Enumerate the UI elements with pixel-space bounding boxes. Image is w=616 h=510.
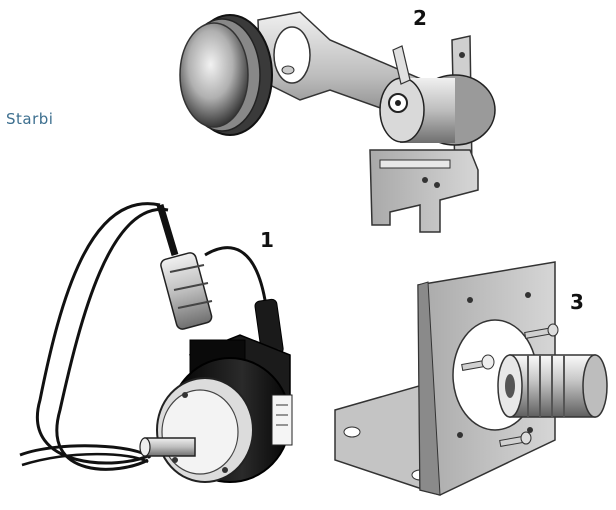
product-label-1: 1 [260, 228, 274, 252]
product-label-3: 3 [570, 290, 584, 314]
angle-bracket-with-coupling [334, 261, 608, 496]
side-text: Starbi [6, 110, 54, 128]
rotary-encoder-with-cable [19, 202, 293, 483]
product-label-2: 2 [413, 6, 427, 30]
wheel-arm-assembly [179, 11, 496, 233]
